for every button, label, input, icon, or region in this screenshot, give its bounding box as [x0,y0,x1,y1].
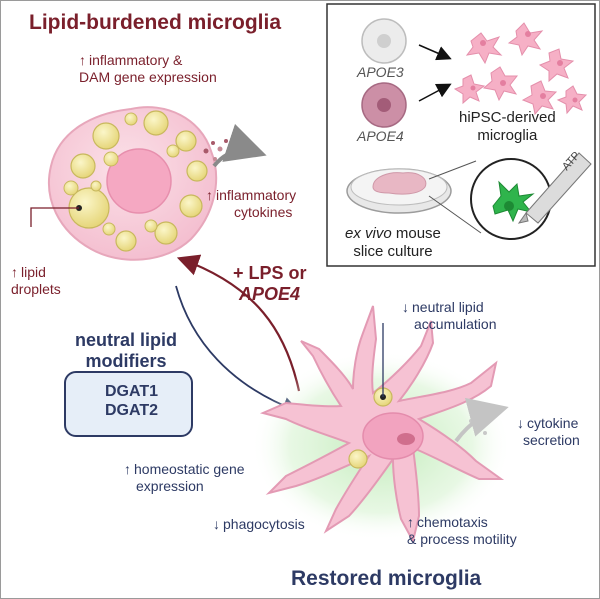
down-arrow-icon: ↓ [402,299,409,315]
restored-title: Restored microglia [291,567,482,590]
hipsc-label: hiPSC-derived microglia [459,109,556,144]
dgat2-label: DGAT2 [105,402,159,419]
lipid-burdened-title: Lipid-burdened microglia [29,11,282,34]
reduced-cytokine-release [454,397,509,443]
treatment-line1: + LPS or [233,263,307,283]
lps-apoe4-arrow [176,254,301,392]
up-arrow-icon: ↑ [11,264,18,280]
down-arrow-icon: ↓ [213,516,220,532]
down-arrow-icon: ↓ [517,415,524,431]
inflammatory-cytokines-label: ↑inflammatory cytokines [206,187,297,220]
dgat1-label: DGAT1 [105,383,159,400]
restored-nucleus [362,412,424,460]
model-systems-inset [326,3,596,267]
ex-vivo-label: ex vivo mouse slice culture [345,225,441,260]
modifiers-heading: neutral lipid modifiers [75,330,178,371]
neutral-lipid-label: ↓neutral lipid accumulation [402,299,497,332]
homeostatic-label: ↑homeostatic gene expression [124,461,245,494]
nucleus [106,148,172,214]
lipid-droplets-label: ↑lipid droplets [11,264,61,297]
dgat-genes: DGAT1 DGAT2 [105,382,158,420]
up-arrow-icon: ↑ [407,514,414,530]
treatment-line2: APOE4 [239,284,301,304]
phagocytosis-label: ↓phagocytosis [213,516,305,532]
restored-cell [259,305,505,544]
up-arrow-icon: ↑ [206,187,213,203]
cytokine-release [203,123,267,168]
apoe3-label: APOE3 [357,64,404,80]
up-arrow-icon: ↑ [79,52,86,68]
dgat-box [64,371,193,437]
cytokine-secretion-label: ↓cytokine secretion [517,415,580,448]
up-arrow-icon: ↑ [124,461,131,477]
apoe4-label: APOE4 [357,128,404,144]
nucleolus [397,433,415,445]
lipid-burdened-cell [47,106,218,261]
chemotaxis-label: ↑chemotaxis & process motility [407,514,517,547]
inflammatory-dam-label: ↑inflammatory & DAM gene expression [79,52,217,85]
